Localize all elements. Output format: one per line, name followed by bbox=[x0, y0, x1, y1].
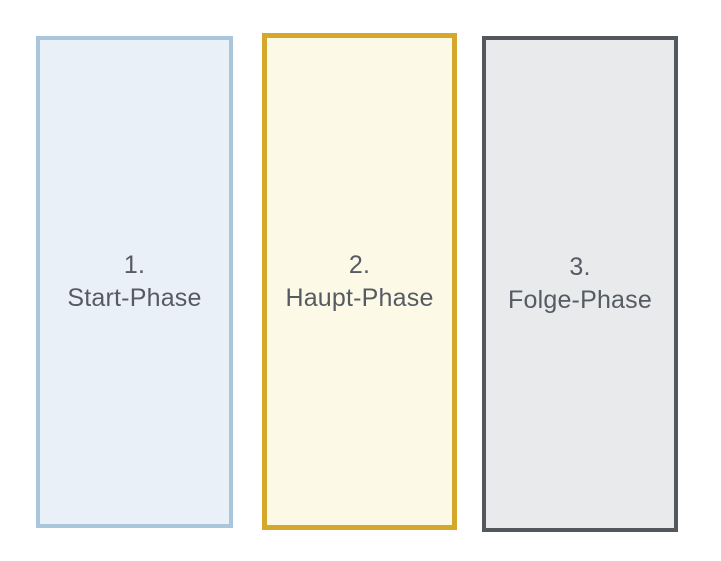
phase-box-start: 1. Start-Phase bbox=[36, 36, 233, 528]
phase-text-start: 1. Start-Phase bbox=[67, 249, 201, 315]
phase-label: Start-Phase bbox=[67, 284, 202, 312]
phase-text-folge: 3. Folge-Phase bbox=[508, 251, 652, 317]
phase-label: Haupt-Phase bbox=[285, 283, 434, 312]
phase-box-haupt: 2. Haupt-Phase bbox=[262, 33, 457, 530]
phase-text-haupt: 2. Haupt-Phase bbox=[285, 249, 433, 315]
phase-number: 3. bbox=[569, 253, 591, 281]
phase-number: 1. bbox=[123, 251, 146, 279]
phase-box-folge: 3. Folge-Phase bbox=[482, 36, 678, 532]
phase-number: 2. bbox=[348, 250, 371, 279]
phase-label: Folge-Phase bbox=[508, 286, 652, 314]
